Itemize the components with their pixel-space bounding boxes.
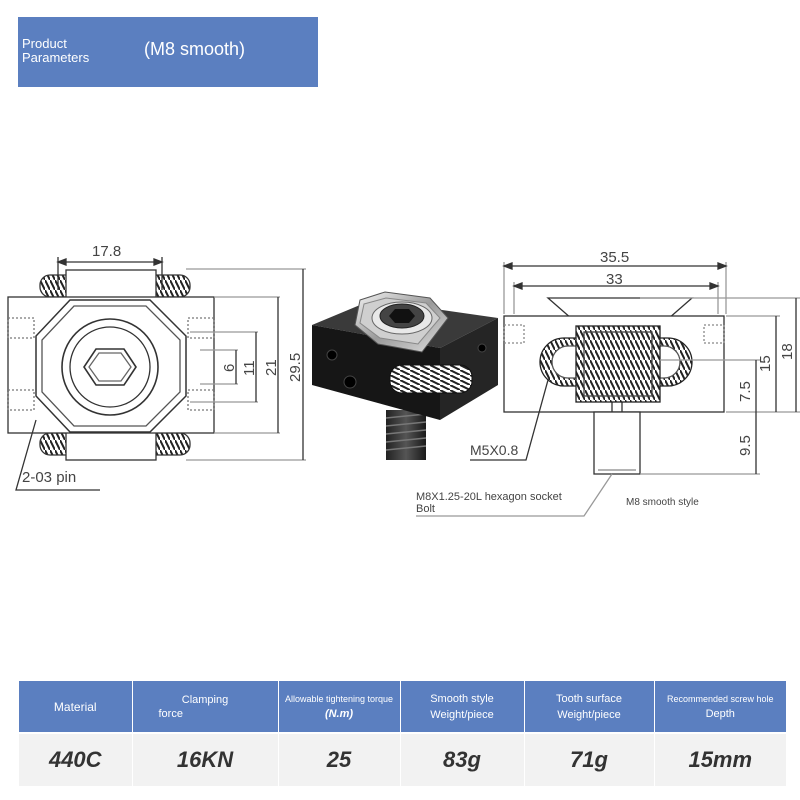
header-screw-hole-depth: Recommended screw hole Depth (654, 681, 786, 733)
product-photo (312, 291, 498, 460)
header-material: Material (19, 681, 133, 733)
header-tightening-torque: Allowable tightening torque (N.m) (278, 681, 401, 733)
value-screw-hole-depth: 15mm (654, 732, 786, 786)
dim-18: 18 (779, 343, 796, 360)
value-smooth-weight: 83g (400, 732, 525, 786)
dim-33: 33 (606, 271, 623, 288)
dim-6: 6 (221, 364, 238, 372)
dim-7-5: 7.5 (737, 381, 754, 402)
parameters-table: Material Clamping force Allowable tighte… (19, 681, 786, 786)
socket-icon (389, 309, 415, 323)
header-tooth-weight: Tooth surface Weight/piece (524, 681, 655, 733)
dim-9-5: 9.5 (737, 435, 754, 456)
dim-15: 15 (757, 355, 774, 372)
table-value-row: 440C 16KN 25 83g 71g 15mm (19, 732, 786, 786)
thread-label: M5X0.8 (470, 442, 518, 458)
pin-label: 2-03 pin (22, 469, 76, 486)
header-smooth-weight: Smooth style Weight/piece (400, 681, 525, 733)
technical-drawing: 17.8 6 11 21 29.5 2-03 pin (7, 243, 800, 517)
hex-socket-icon (83, 348, 137, 386)
header-clamping-force: Clamping force (132, 681, 279, 733)
bolt-label-line2: Bolt (416, 503, 435, 515)
right-side-view (416, 262, 800, 517)
value-tightening-torque: 25 (278, 732, 401, 786)
dim-11: 11 (241, 360, 258, 376)
value-clamping-force: 16KN (132, 732, 279, 786)
value-tooth-weight: 71g (524, 732, 655, 786)
dim-29-5: 29.5 (287, 353, 304, 382)
banner-title: Product Parameters (22, 36, 90, 65)
value-material: 440C (19, 732, 133, 786)
dim-17-8: 17.8 (92, 243, 121, 260)
dim-35-5: 35.5 (600, 249, 629, 266)
dim-21: 21 (263, 359, 280, 376)
table-header-row: Material Clamping force Allowable tighte… (19, 681, 786, 733)
product-parameters-banner: Product Parameters (M8 smooth) (18, 17, 318, 87)
style-label: M8 smooth style (626, 497, 699, 508)
bolt-label-line1: M8X1.25-20L hexagon socket (416, 491, 562, 503)
banner-subtitle: (M8 smooth) (144, 39, 246, 59)
left-top-view (7, 257, 306, 491)
